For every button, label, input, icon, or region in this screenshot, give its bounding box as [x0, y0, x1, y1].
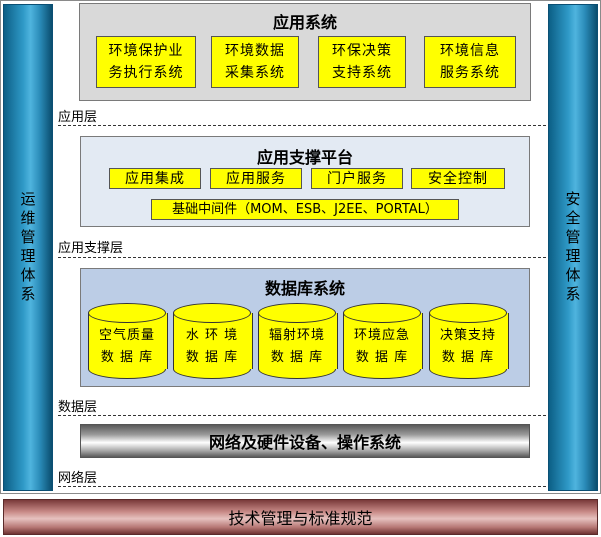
ops-management-label: 运维管理体系	[18, 190, 37, 305]
support-layer-label: 应用支撑层	[58, 241, 124, 256]
security-management-sidebar: 安全管理体系	[548, 4, 598, 491]
platform-box-3: 门户服务	[311, 168, 403, 189]
database-system-panel: 数据库系统 空气质量数 据 库 水 环 境数 据 库 辐射环境数 据 库 环境应…	[80, 268, 530, 387]
database-cylinder-5: 决策支持数 据 库	[429, 303, 509, 379]
tech-management-standards-bar: 技术管理与标准规范	[3, 499, 598, 535]
data-layer-label: 数据层	[58, 400, 98, 415]
support-layer-divider	[58, 257, 546, 258]
database-system-title: 数据库系统	[264, 279, 345, 298]
ops-management-sidebar: 运维管理体系	[3, 4, 53, 491]
database-cylinder-1: 空气质量数 据 库	[88, 303, 168, 379]
app-box-3: 环保决策支持系统	[318, 36, 406, 88]
app-box-4: 环境信息服务系统	[424, 36, 516, 88]
network-hardware-bar: 网络及硬件设备、操作系统	[80, 424, 530, 458]
network-layer-label: 网络层	[58, 471, 98, 486]
application-system-panel: 应用系统 环境保护业务执行系统 环境数据采集系统 环保决策支持系统 环境信息服务…	[79, 3, 531, 101]
application-layer-label: 应用层	[58, 110, 98, 125]
platform-box-2: 应用服务	[210, 168, 302, 189]
application-layer-divider	[58, 125, 546, 126]
security-management-label: 安全管理体系	[563, 190, 582, 305]
support-platform-title: 应用支撑平台	[256, 148, 353, 167]
network-layer-divider	[58, 486, 546, 487]
database-cylinder-4: 环境应急数 据 库	[343, 303, 423, 379]
platform-box-1: 应用集成	[109, 168, 201, 189]
middleware-box: 基础中间件（MOM、ESB、J2EE、PORTAL）	[151, 199, 459, 220]
support-platform-panel: 应用支撑平台 应用集成 应用服务 门户服务 安全控制 基础中间件（MOM、ESB…	[80, 136, 530, 227]
platform-box-4: 安全控制	[411, 168, 505, 189]
application-system-title: 应用系统	[272, 13, 337, 32]
app-box-2: 环境数据采集系统	[211, 36, 299, 88]
app-box-1: 环境保护业务执行系统	[96, 36, 196, 88]
data-layer-divider	[58, 415, 546, 416]
database-cylinder-3: 辐射环境数 据 库	[258, 303, 338, 379]
database-cylinder-2: 水 环 境数 据 库	[173, 303, 253, 379]
